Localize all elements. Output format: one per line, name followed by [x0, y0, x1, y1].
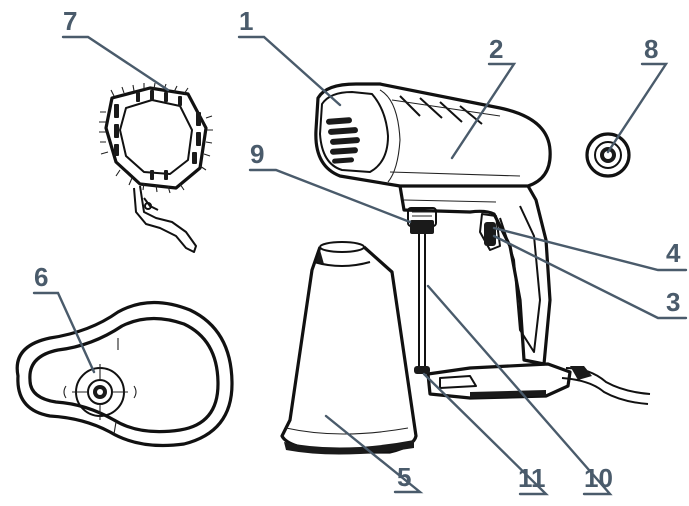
- leader-4: [492, 226, 688, 272]
- leader-2: [450, 62, 517, 160]
- label-11: 11: [518, 463, 546, 493]
- label-1: 1: [239, 6, 253, 36]
- label-9: 9: [250, 139, 264, 169]
- leader-11: [422, 372, 549, 496]
- leader-3: [492, 234, 688, 320]
- cone-attachment: [280, 241, 418, 455]
- label-3: 3: [666, 287, 680, 317]
- leader-9: [248, 168, 412, 224]
- brush-attachment: [99, 82, 213, 253]
- power-button-part: [585, 132, 631, 178]
- leader-10: [426, 284, 613, 496]
- steamer-body: [314, 82, 651, 405]
- label-7: 7: [63, 6, 77, 36]
- label-2: 2: [489, 34, 503, 64]
- leader-5: [324, 414, 424, 494]
- leader-lines: [32, 35, 688, 496]
- leader-7: [61, 35, 170, 92]
- label-4: 4: [666, 238, 681, 268]
- label-6: 6: [34, 262, 48, 292]
- leader-6: [32, 291, 96, 374]
- leader-1: [237, 35, 342, 107]
- label-5: 5: [397, 462, 411, 492]
- label-8: 8: [644, 34, 658, 64]
- leader-8: [606, 62, 669, 154]
- callout-labels: 1 2 3 4 5 6 7 8 9 10 11: [34, 6, 681, 493]
- base-plate: [15, 300, 234, 448]
- label-10: 10: [584, 463, 613, 493]
